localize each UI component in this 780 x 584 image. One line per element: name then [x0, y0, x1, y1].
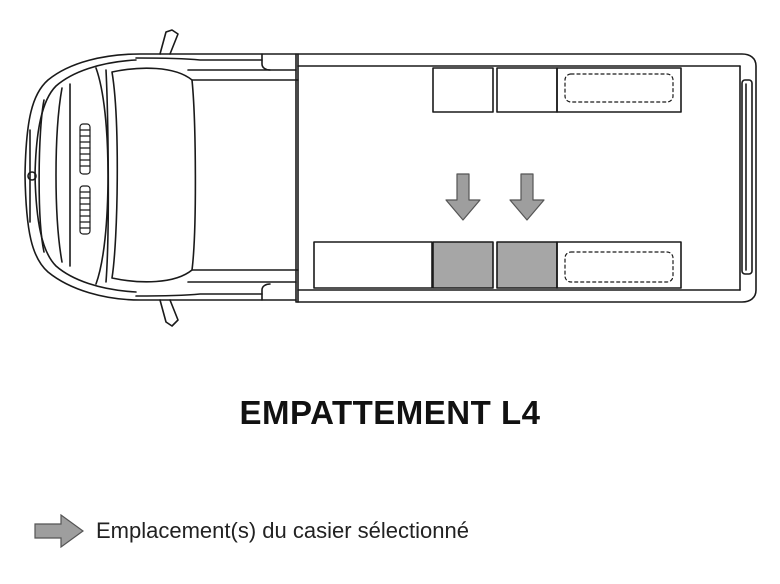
- bottom-locker-3: [556, 241, 682, 289]
- arrow-down-icon: [509, 173, 545, 221]
- right-mirror: [159, 299, 179, 327]
- legend-label: Emplacement(s) du casier sélectionné: [96, 518, 469, 543]
- bottom-locker-selected-1: [432, 241, 494, 289]
- selection-arrows: [445, 173, 545, 221]
- top-locker-3: [556, 67, 682, 113]
- van-top-view-diagram: [24, 29, 757, 327]
- legend: Emplacement(s) du casier sélectionné: [34, 514, 469, 548]
- left-mirror: [159, 29, 179, 55]
- front-badge: [27, 171, 37, 181]
- top-locker-2: [496, 67, 558, 113]
- diagram-title: EMPATTEMENT L4: [239, 394, 541, 431]
- bottom-locker-1: [313, 241, 433, 289]
- top-locker-1: [432, 67, 494, 113]
- bottom-wheel-arch: [564, 251, 674, 283]
- top-wheel-arch: [564, 73, 674, 103]
- arrow-down-icon: [445, 173, 481, 221]
- grille-vents: [79, 123, 91, 235]
- arrow-right-icon: [34, 514, 84, 548]
- bottom-lockers: [313, 241, 682, 289]
- bottom-locker-selected-2: [496, 241, 558, 289]
- top-lockers: [432, 67, 682, 113]
- van-cab: [24, 29, 299, 327]
- cargo-area: [295, 53, 757, 303]
